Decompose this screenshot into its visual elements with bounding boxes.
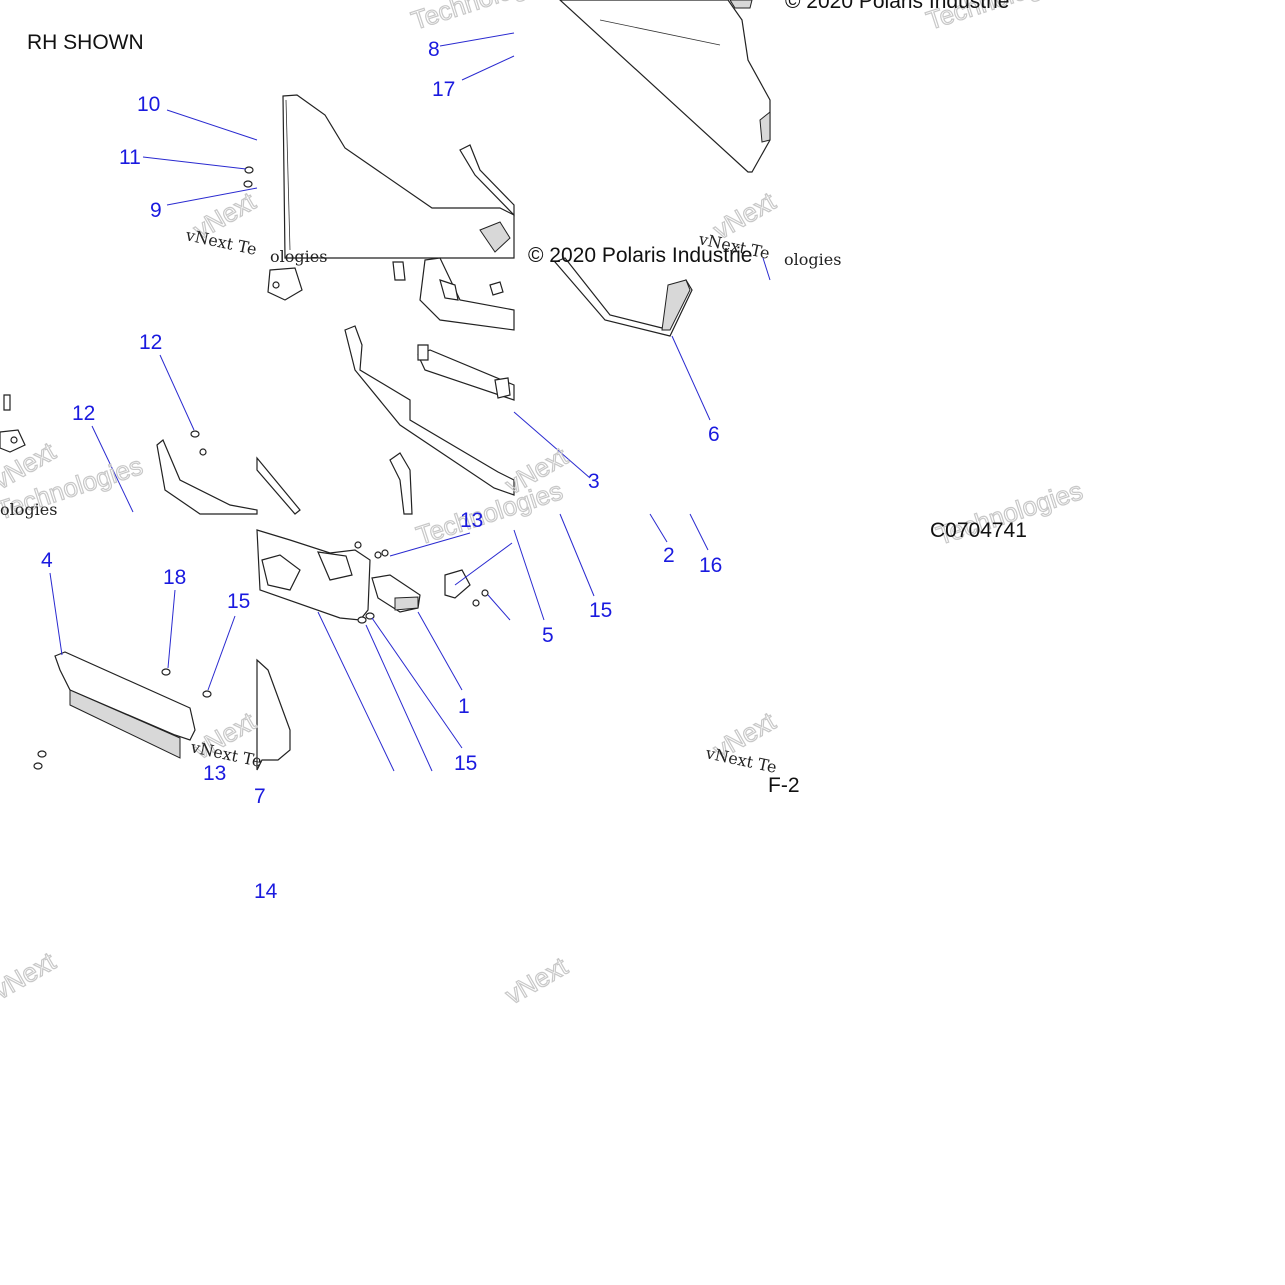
leader-10 (166, 109, 258, 141)
leader-15d (365, 624, 433, 772)
fastener-12 (190, 430, 207, 456)
small-fastener-11 (243, 166, 254, 188)
rh-shown-label: RH SHOWN (27, 31, 144, 54)
door-inner-panel (256, 529, 371, 621)
leader-top (762, 257, 771, 281)
leader-panel (317, 611, 395, 772)
leader-15a (559, 513, 595, 597)
leader-3 (513, 411, 591, 479)
leader-5a (454, 542, 513, 586)
callout-12b: 12 (72, 402, 95, 425)
fastener-15 (33, 690, 212, 770)
page-ref: F-2 (768, 774, 800, 797)
hinge-bracket (0, 394, 26, 453)
leader-6 (671, 335, 711, 421)
copyright-top: © 2020 Polaris Industrie (785, 0, 1009, 13)
callout-12a: 12 (139, 331, 162, 354)
callout-5: 5 (542, 624, 554, 647)
callout-15a: 15 (589, 599, 612, 622)
callout-8: 8 (428, 38, 440, 61)
callout-15c: 15 (454, 752, 477, 775)
door-trim-4 (54, 651, 196, 759)
callout-1: 1 (458, 695, 470, 718)
callout-9: 9 (150, 199, 162, 222)
door-seal-6 (553, 257, 693, 337)
watermark-vnext-7: vNext (0, 946, 61, 1006)
door-bar-7 (256, 658, 291, 771)
leader-9 (166, 187, 258, 206)
callout-18: 18 (163, 566, 186, 589)
watermark-vnext-8: vNext (500, 951, 573, 1011)
latch-assembly-1 (371, 574, 421, 613)
door-panel-upper (282, 94, 515, 259)
leader-17 (461, 55, 515, 81)
leader-13a (389, 532, 471, 557)
leader-15b (207, 615, 236, 691)
striker-plate (444, 569, 471, 599)
callout-11: 11 (119, 146, 141, 169)
watermark-ologies-1: ologies (270, 247, 327, 266)
callout-3: 3 (588, 470, 600, 493)
callout-15b: 15 (227, 590, 250, 613)
leader-5b (513, 529, 545, 621)
watermark-tech-1: Technologies (408, 0, 562, 36)
leader-1 (417, 611, 463, 691)
leader-8 (439, 32, 515, 47)
watermark-ologies-2: ologies (784, 250, 841, 269)
watermark-group: Technologies Technologies vNext vNext vN… (0, 0, 1087, 1011)
callout-16: 16 (699, 554, 722, 577)
callout-13a: 13 (460, 509, 483, 532)
leader-12a (159, 354, 195, 431)
lower-seal-13 (256, 452, 413, 515)
latch-link (267, 261, 406, 301)
lower-seal-12 (156, 439, 258, 515)
leader-16 (689, 513, 709, 551)
small-bolts (354, 541, 489, 624)
leader-4 (49, 572, 63, 656)
leader-11 (142, 156, 247, 170)
leader-12b (91, 425, 134, 513)
door-glass-panel (559, 0, 771, 173)
copyright-mid: © 2020 Polaris Industrie (528, 244, 752, 267)
watermark-tech-4: Technologies (413, 475, 567, 550)
leader-18 (167, 589, 176, 669)
callout-6: 6 (708, 423, 720, 446)
callout-4: 4 (41, 549, 53, 572)
callout-17: 17 (432, 78, 455, 101)
leader-1b (487, 594, 511, 621)
leader-15c (371, 617, 463, 749)
watermark-ologies-3: ologies (0, 500, 57, 519)
callout-2: 2 (663, 544, 675, 567)
leader-2 (649, 513, 668, 543)
callout-7: 7 (254, 785, 266, 808)
door-frame-bar (344, 257, 515, 496)
drawing-code: C0704741 (930, 519, 1027, 542)
fastener-18 (161, 668, 171, 676)
door-seal-upper (459, 144, 515, 217)
callout-14: 14 (254, 880, 278, 903)
callout-10: 10 (137, 93, 160, 116)
callout-13b: 13 (203, 762, 226, 785)
